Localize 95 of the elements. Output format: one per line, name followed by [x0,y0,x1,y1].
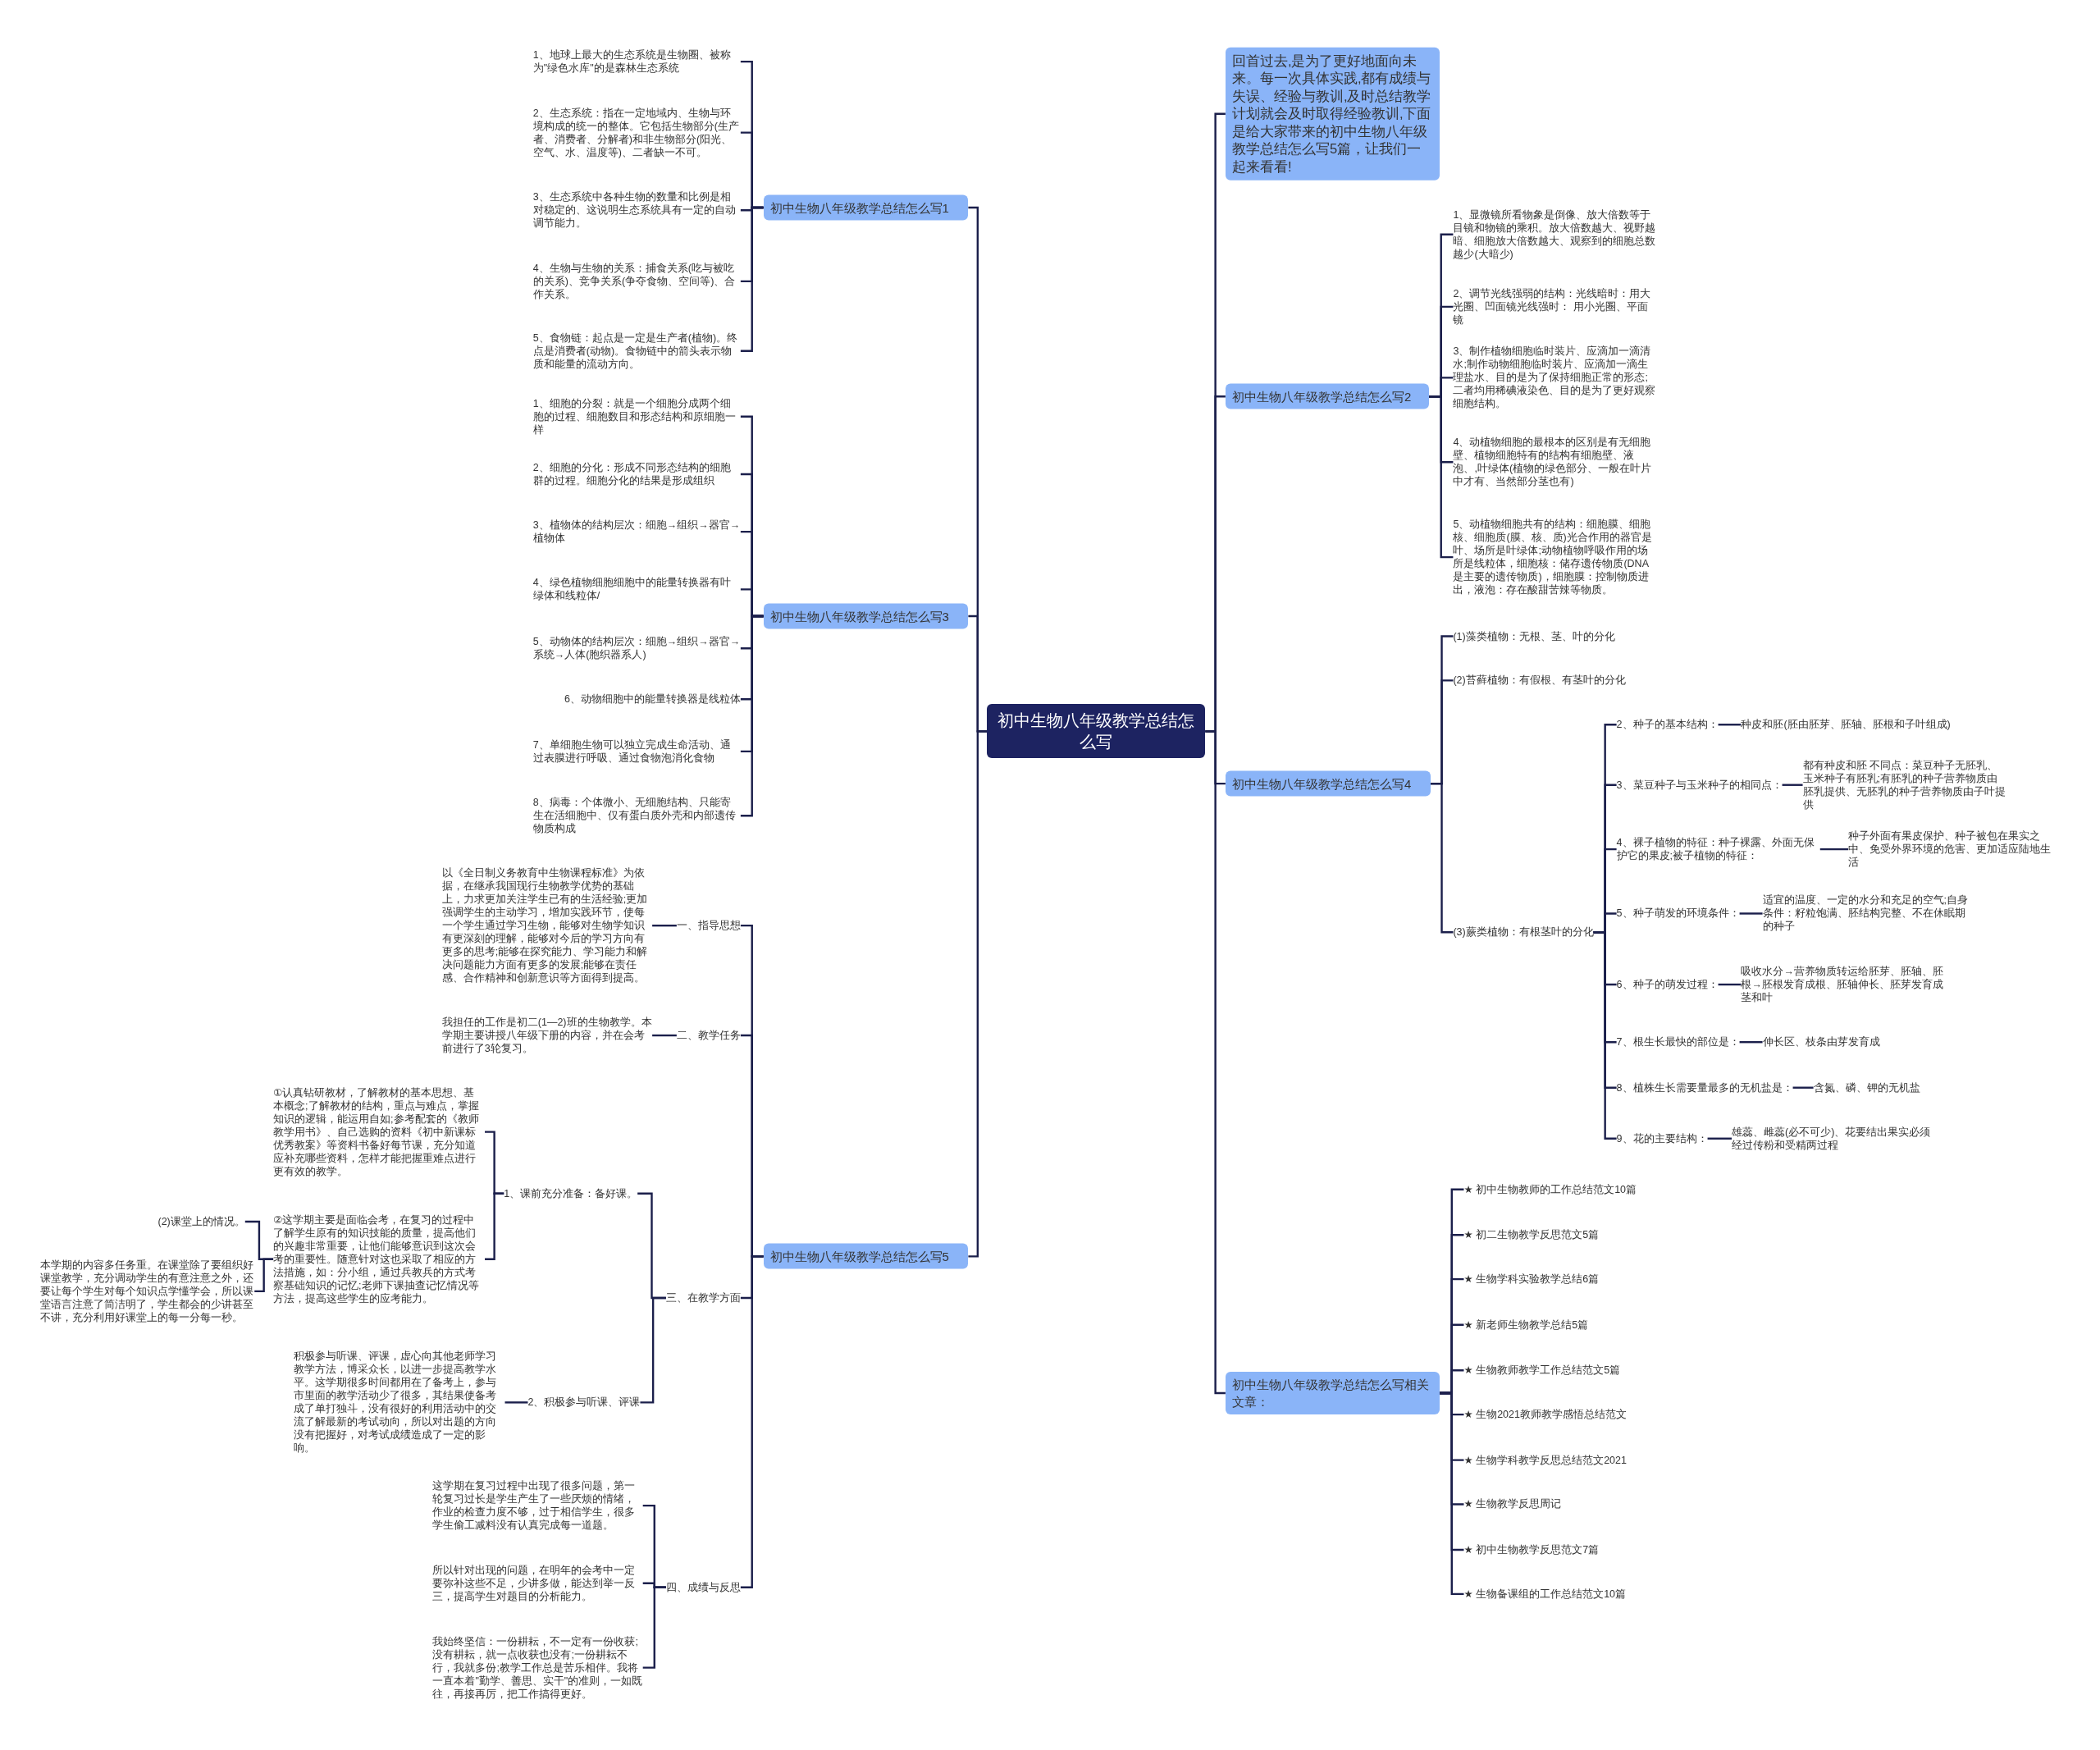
branch-topic-box: 初中生物八年级教学总结怎么写1 [763,194,969,221]
connector-line [1205,730,1226,1395]
topic-text: ★ 初二生物教学反思范文5篇 [1463,1228,1600,1242]
topic-text: 适宜的温度、一定的水分和充足的空气;自身条件：籽粒饱满、胚结构完整、不在休眠期的种子 [1762,893,1970,934]
topic-text: 4、生物与生物的关系：捕食关系(吃与被吃的关系)、竞争关系(争夺食物、空间等)、合作关系。 [532,261,741,301]
topic-text: ★ 生物2021教师教学感悟总结范文 [1463,1408,1627,1422]
connector-line [1782,784,1803,786]
connector-line [1430,782,1454,934]
topic-text: 二、教学任务 [676,1029,741,1043]
connector-line [740,1255,764,1588]
topic-text: 2、调节光线强弱的结构：光线暗时：用大光圈、凹面镜光线强时： 用小光圈、平面镜 [1453,286,1657,327]
topic-text: 6、种子的萌发过程： [1616,978,1719,991]
branch-topic-box: 初中生物八年级教学总结怎么写3 [763,603,969,629]
topic-text: ★ 生物学科教学反思总结范文2021 [1463,1453,1627,1467]
branch-topic-box: 初中生物八年级教学总结怎么写2 [1225,383,1430,409]
topic-text: 一、指导思想 [676,919,741,933]
topic-text: 1、显微镜所看物象是倒像、放大倍数等于目镜和物镜的乘积。放大倍数越大、视野越暗、细胞放大倍数越大、观察到的细胞总数越少(大暗少) [1453,208,1657,261]
topic-text: 2、生态系统：指在一定地域内、生物与环境构成的统一的整体。它包括生物部分(生产者、消费者、分解者)和非生物部分(阳光、空气、水、温度等)、二者缺一不可。 [532,106,741,159]
topic-text: 这学期在复习过程中出现了很多问题，第一轮复习过长是学生产生了一些厌烦的情绪，作业的检查力度不够，过于相信学生，很多学生偷工减料没有认真完成每一道题。 [432,1479,643,1533]
connector-line [485,1192,504,1260]
topic-text: 2、积极参与听课、评课 [527,1396,641,1410]
topic-text: 积极参与听课、评课，虚心向其他老师学习教学方法，博采众长，以进一步提高教学水平。这学期很多时间都用在了备考上，参与市里面的教学活动少了很多，其结果使备考成了单打独斗，没有很好的利用活动中的交流了解最新的考试动向，所以对出题的方向没有把握好，对考试成绩造成了一定的影响。 [293,1350,505,1455]
connector-line [652,1034,677,1037]
branch-topic-box: 初中生物八年级教学总结怎么写相关文章： [1225,1371,1440,1414]
topic-text: ★ 生物备课组的工作总结范文10篇 [1463,1587,1627,1601]
topic-text: 3、菜豆种子与玉米种子的相同点： [1616,778,1783,792]
connector-line [1440,1391,1464,1596]
connector-line [1429,395,1454,559]
connector-line [640,1296,666,1404]
connector-line [740,206,764,352]
topic-text: 1、地球上最大的生态系统是生物圈、被称为"绿色水库"的是森林生态系统 [532,48,741,75]
topic-text: ★ 初中生物教师的工作总结范文10篇 [1463,1182,1637,1196]
connector-line [968,730,988,1258]
topic-text: 3、制作植物细胞临时装片、应滴加一滴清水;制作动物细胞临时装片、应滴加一滴生理盐水、目的是为了保持细胞正常的形态;二者均用稀碘液染色、目的是为了更好观察细胞结构。 [1453,345,1657,411]
topic-text: 4、裸子植物的特征：种子裸露、外面无保护它的果皮;被子植物的特征： [1616,836,1820,863]
topic-text: 9、花的主要结构： [1616,1131,1708,1145]
topic-text: 3、生态系统中各种生物的数量和比例是相对稳定的、这说明生态系统具有一定的自动调节能力。 [532,190,741,231]
topic-text: 都有种皮和胚 不同点：菜豆种子无胚乳、玉米种子有胚乳;有胚乳的种子营养物质由胚乳提供、无胚乳的种子营养物质由子叶提供 [1802,758,2006,811]
connector-line [1593,931,1617,1140]
topic-text: 以《全日制义务教育中生物课程标准》为依据，在继承我国现行生物教学优势的基础上，力求更加关注学生已有的生活经验;更加强调学生的主动学习，增加实践环节，使每一个学生通过学习生物，能够对生物学知识有更深刻的理解，能够对今后的学习方向有更多的思考;能够在探究能力、学习能力和解决问题能力方面有更多的发展;能够在责任感、合作精神和创新意识等方面得到提高。 [441,866,653,985]
topic-text: 8、病毒：个体微小、无细胞结构、只能寄生在活细胞中、仅有蛋白质外壳和内部遗传物质构成 [532,796,741,836]
topic-text: 种皮和胚(胚由胚芽、胚轴、胚根和子叶组成) [1741,718,1951,732]
topic-text: 5、动物体的结构层次：细胞→组织→器官→系统→人体(胞织器系人) [532,635,741,662]
topic-text: 5、动植物细胞共有的结构：细胞膜、细胞核、细胞质(膜、核、质)光合作用的器官是叶、场所是叶绿体;动物植物呼吸作用的场所是线粒体，细胞核：储存遗传物质(DNA是主要的遗传物质)，细胞膜：控制物质进出，液泡：存在酸甜苦辣等物质。 [1453,518,1657,597]
connector-line [1739,1041,1763,1044]
connector-line [740,615,764,817]
topic-text: 我始终坚信：一份耕耘，不一定有一份收获;没有耕耘，就一点收获也没有;一份耕耘不行，我就多份;教学工作总是苦乐相伴。我将一直本着"勤学、善思、实干"的准则，一如既往，再接再厉，把工作搞得更好。 [432,1634,643,1701]
topic-text: (2)苔藓植物：有假根、有茎叶的分化 [1453,674,1626,688]
topic-text: 3、植物体的结构层次：细胞→组织→器官→植物体 [532,519,741,546]
topic-text: 本学期的内容多任务重。在课堂除了要组织好课堂教学，充分调动学生的有意注意之外，还要让每个学生对每个知识点学懂学会，所以课堂语言注意了简洁明了，学生都会的少讲甚至不讲，充分利用好课堂上的每一分每一秒。 [40,1258,255,1324]
topic-text: 4、动植物细胞的最根本的区别是有无细胞壁、植物细胞特有的结构有细胞壁、液泡、,叶绿体(植物的绿色部分、一般在叶片中才有、当然部分茎也有) [1453,436,1657,489]
topic-text: 2、种子的基本结构： [1616,718,1719,732]
topic-text: (2)课堂上的情况。 [158,1214,245,1228]
connector-line [1792,1086,1814,1089]
topic-text: 含氮、磷、钾的无机盐 [1813,1081,1920,1094]
topic-text: ★ 生物教师教学工作总结范文5篇 [1463,1364,1621,1378]
topic-text: ②这学期主要是面临会考，在复习的过程中了解学生原有的知识技能的质量，提高他们的兴趣非常重要，让他们能够意识到这次会考的重要性。随意针对这也采取了相应的方法措施，如：分小组，通过兵教兵的方式考察基础知识的记忆;老师下课抽查记忆情况等方法，提高这些学生的应考能力。 [273,1213,486,1305]
topic-text: 我担任的工作是初二(1—2)班的生物教学。本学期主要讲授八年级下册的内容，并在会考前进行了3轮复习。 [441,1016,653,1056]
topic-text: (1)藻类植物：无根、茎、叶的分化 [1453,629,1615,643]
topic-text: 7、根生长最快的部位是： [1616,1035,1740,1049]
central-topic-box: 初中生物八年级教学总结怎么写 [987,704,1206,759]
connector-line [254,1258,274,1293]
topic-text: 2、细胞的分化：形成不同形态结构的细胞群的过程。细胞分化的结果是形成组织 [532,460,741,487]
connector-line [1718,724,1742,726]
topic-text: 5、种子萌发的环境条件： [1616,907,1740,921]
connector-line [1707,1137,1732,1140]
intro-note-box: 回首过去,是为了更好地面向未来。每一次具体实践,都有成绩与失误、经验与教训,及时总结教学计划就会及时取得经验教训,下面是给大家带来的初中生物八年级教学总结怎么写5篇，让我们一起来看看! [1225,47,1440,180]
topic-text: 7、单细胞生物可以独立完成生命活动、通过表膜进行呼吸、通过食物泡消化食物 [532,738,741,765]
topic-text: 种子外面有果皮保护、种子被包在果实之中、免受外界环境的危害、更加适应陆地生活 [1848,829,2052,870]
topic-text: 1、课前充分准备：备好课。 [504,1186,638,1200]
topic-text: 三、在教学方面 [665,1291,741,1305]
topic-text: 所以针对出现的问题，在明年的会考中一定要弥补这些不足，少讲多做，能达到举一反三，提高学生对题目的分析能力。 [432,1563,643,1603]
topic-text: ★ 生物学科实验教学总结6篇 [1463,1273,1600,1286]
topic-text: 1、细胞的分裂：就是一个细胞分成两个细胞的过程、细胞数目和形态结构和原细胞一样 [532,396,741,436]
topic-text: 吸收水分→营养物质转运给胚芽、胚轴、胚根→胚根发育成根、胚轴伸长、胚芽发育成茎和叶 [1741,965,1949,1004]
connector-line [504,1401,528,1404]
topic-text: 四、成绩与反思 [665,1580,741,1594]
topic-text: 4、绿色植物细胞细胞中的能量转换器有叶绿体和线粒体/ [532,576,741,603]
connector-line [652,924,677,927]
topic-text: ★ 初中生物教学反思范文7篇 [1463,1542,1600,1556]
topic-text: ★ 新老师生物教学总结5篇 [1463,1318,1589,1332]
topic-text: (3)蕨类植物：有根茎叶的分化 [1453,925,1594,939]
connector-line [1819,848,1849,851]
topic-text: 伸长区、枝条由芽发育成 [1762,1035,1880,1049]
topic-text: 5、食物链：起点是一定是生产者(植物)。终点是消费者(动物)。食物链中的箭头表示物质和能量的流动方向。 [532,331,741,371]
connector-line [1739,912,1763,915]
connector-line [642,1586,666,1669]
topic-text: 8、植株生长需要量最多的无机盐是： [1616,1081,1793,1094]
topic-text: 6、动物细胞中的能量转换器是线粒体 [564,692,741,706]
branch-topic-box: 初中生物八年级教学总结怎么写4 [1225,770,1431,797]
connector-line [1718,983,1742,986]
topic-text: 雄蕊、雌蕊(必不可少)、花要结出果实必须经过传粉和受精两过程 [1732,1125,1940,1152]
topic-text: ★ 生物教学反思周记 [1463,1497,1562,1511]
topic-text: ①认真钻研教材，了解教材的基本思想、基本概念;了解教材的结构，重点与难点，掌握知识的逻辑，能运用自如;参考配套的《教师教学用书》、自己选购的资料《初中新课标优秀教案》等资料书备好每节课，充分知道应补充哪些资料，怎样才能把握重难点进行更有效的教学。 [273,1085,486,1178]
branch-topic-box: 初中生物八年级教学总结怎么写5 [763,1243,969,1269]
